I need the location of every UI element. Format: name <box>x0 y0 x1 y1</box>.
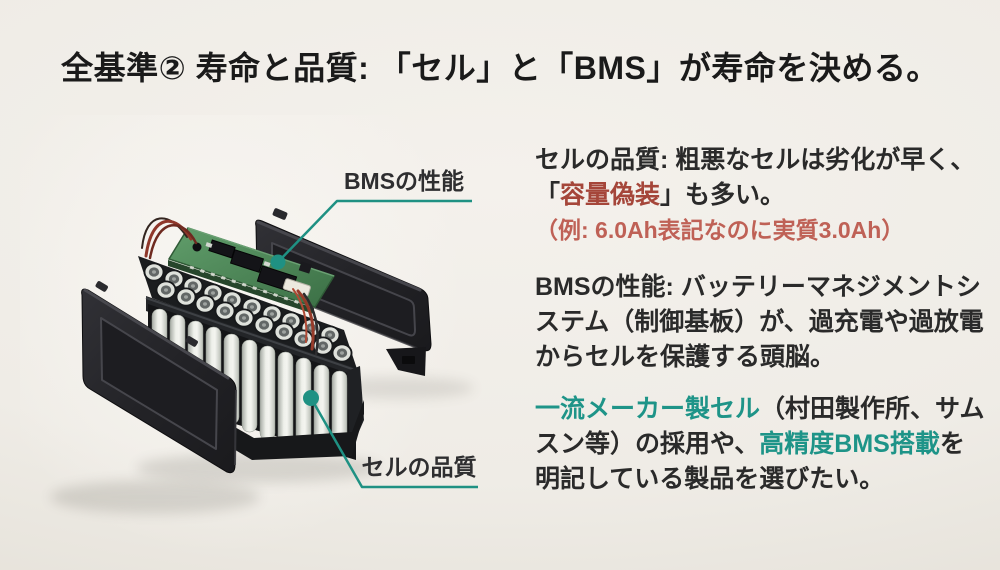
cell-quality-label: セルの品質 <box>361 454 477 480</box>
bms-heading: BMSの性能: <box>535 273 674 301</box>
bms-line-2: ステム（制御基板）が、過充電や過放電 <box>535 308 984 336</box>
cell-quality-heading: セルの品質: <box>535 146 669 174</box>
capacity-example-note: （例: 6.0Ah表記なのに実質3.0Ah） <box>535 217 905 243</box>
cell-quality-line-2: 「容量偽装」も多い。 <box>535 178 1000 213</box>
bms-block: BMSの性能: バッテリーマネジメントシ ステム（制御基板）が、過充電や過放電 … <box>535 270 1000 375</box>
capacity-fraud-term: 容量偽装 <box>560 181 661 209</box>
text-segment: スン等）の採用や、 <box>535 430 760 458</box>
recommendation-block: 一流メーカー製セル（村田製作所、サム スン等）の採用や、高精度BMS搭載を 明記… <box>535 392 1000 497</box>
pack-wires <box>141 217 319 356</box>
cell-leader-line <box>309 397 478 489</box>
recommendation-line-2: スン等）の採用や、高精度BMS搭載を <box>535 427 1000 462</box>
text-segment: を <box>939 430 965 458</box>
cell-quality-line-1: セルの品質: 粗悪なセルは劣化が早く、 <box>535 143 1000 178</box>
ground-shadows <box>50 377 474 514</box>
bms-performance-label: BMSの性能 <box>343 168 465 194</box>
text-segment: （村田製作所、サム <box>760 395 985 423</box>
text-segment: 粗悪なセルは劣化が早く、 <box>668 146 976 174</box>
battery-cell-pack <box>138 217 364 460</box>
text-segment: バッテリーマネジメントシ <box>673 273 981 301</box>
recommendation-line-3: 明記している製品を選びたい。 <box>535 465 885 493</box>
bms-leader-line <box>277 199 472 263</box>
bms-point-marker <box>270 254 286 270</box>
high-precision-bms-highlight: 高精度BMS搭載 <box>759 430 940 458</box>
cell-point-marker <box>303 390 319 406</box>
top-maker-cell-highlight: 一流メーカー製セル <box>535 395 761 423</box>
bms-line-1: BMSの性能: バッテリーマネジメントシ <box>535 270 1000 305</box>
cell-quality-block: セルの品質: 粗悪なセルは劣化が早く、 「容量偽装」も多い。 （例: 6.0Ah… <box>535 143 1000 247</box>
text-segment: 」も多い。 <box>660 181 786 209</box>
text-segment: 「 <box>535 181 561 209</box>
recommendation-line-1: 一流メーカー製セル（村田製作所、サム <box>535 392 1000 427</box>
slide-title: 全基準② 寿命と品質: 「セル」と「BMS」が寿命を決める。 <box>61 50 939 86</box>
case-bottom-half <box>81 281 237 474</box>
bms-circuit-board <box>167 227 336 314</box>
callout-markers <box>270 199 478 489</box>
bms-line-3: からセルを保護する頭脳。 <box>535 343 836 371</box>
